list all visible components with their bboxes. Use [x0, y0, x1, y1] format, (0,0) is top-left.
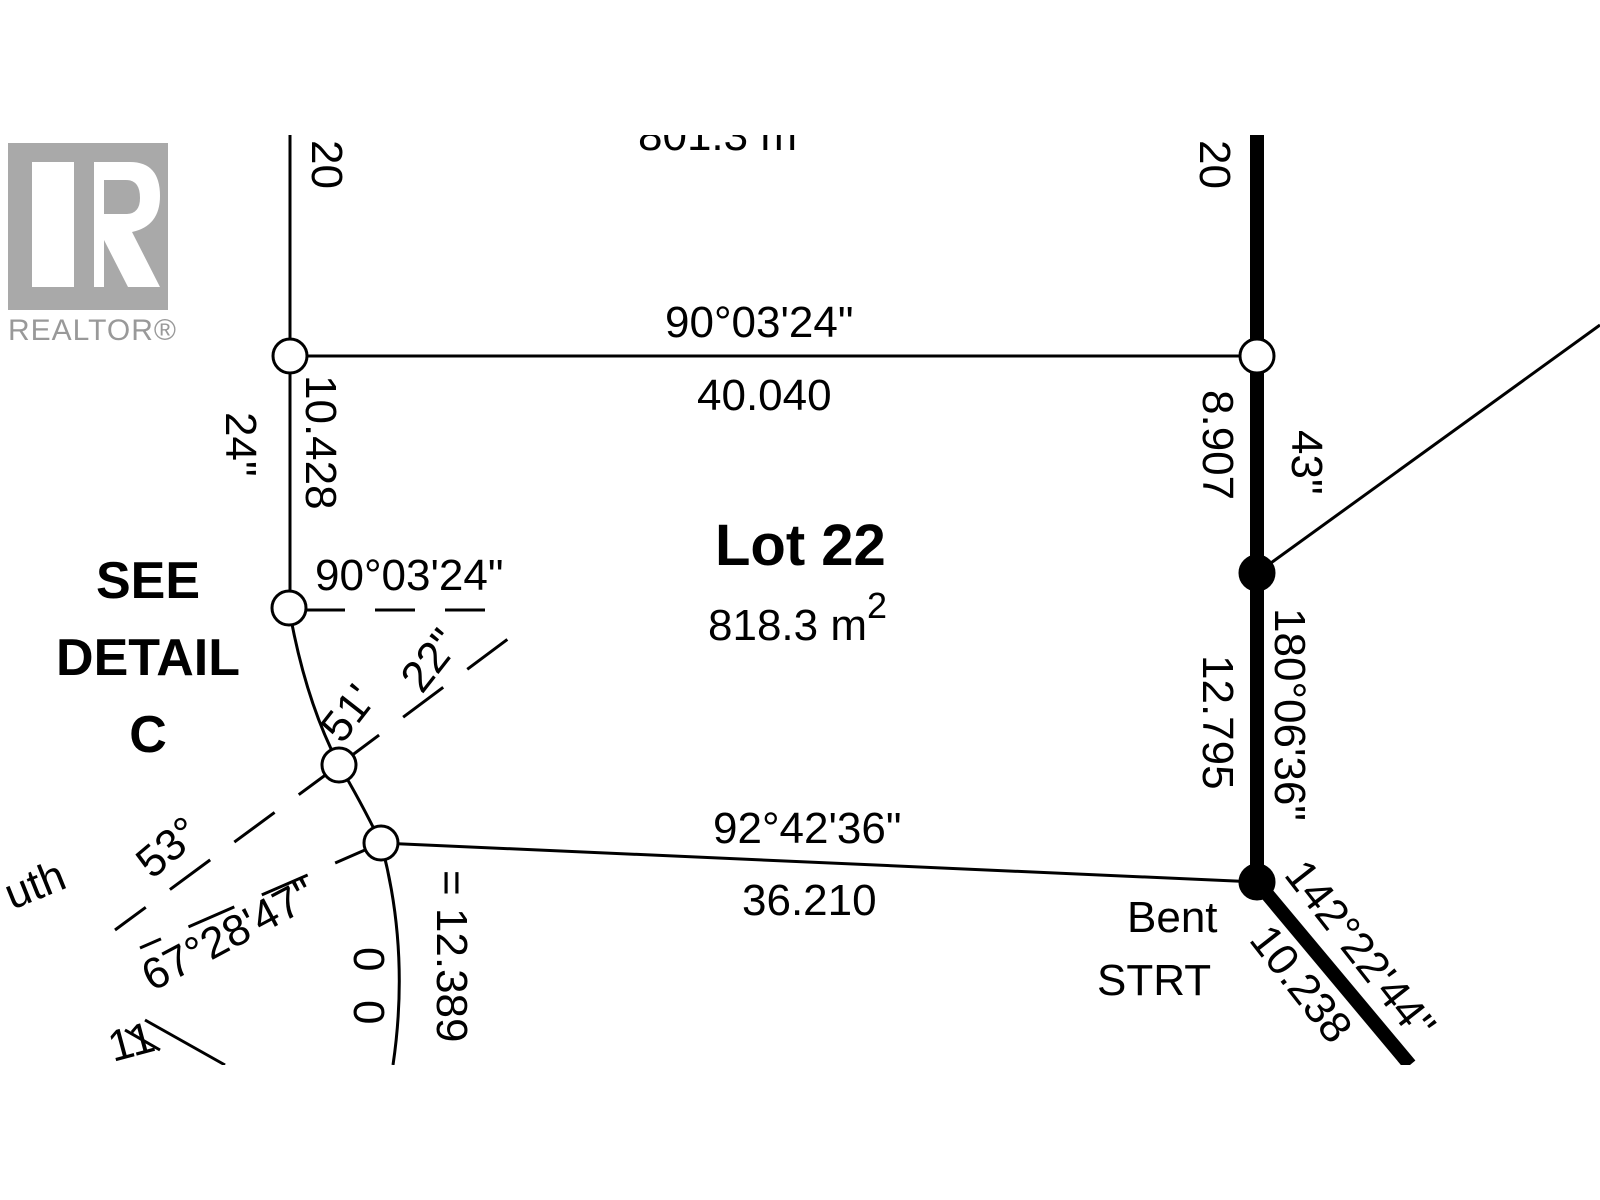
fragment-line-2 [124, 1028, 161, 1052]
arc-zero-2: 0 [344, 1000, 393, 1024]
dashed-line-3 [114, 763, 340, 932]
survey-marker-mid-left [270, 589, 308, 627]
bent-label: Bent [1127, 893, 1218, 942]
right-20: 20 [1190, 140, 1239, 189]
survey-marker-arc [320, 746, 358, 784]
right-bearing: 180°06'36" [1265, 608, 1314, 821]
lot-boundaries [114, 135, 1600, 1070]
survey-marker-bottom-left [362, 824, 400, 862]
survey-marker-right-mid [1238, 554, 1276, 592]
dashed-line-4 [139, 841, 382, 950]
left-20: 20 [302, 140, 351, 189]
survey-marker-bottom-right [1238, 863, 1276, 901]
right-upper-distance: 8.907 [1193, 390, 1242, 500]
right-lower-distance: 12.795 [1193, 655, 1242, 790]
fragment-line-1 [144, 1018, 226, 1067]
left-mid-bearing: 90°03'24" [315, 551, 503, 600]
lot-name: Lot 22 [715, 513, 886, 578]
fragment-67: 67°28'47" [134, 869, 323, 1001]
survey-marker-top-left [271, 337, 309, 375]
fragment-53: 53° [127, 807, 209, 887]
realtor-logo: REALTOR® [8, 143, 177, 347]
top-bearing: 90°03'24" [665, 298, 853, 347]
top-distance: 40.040 [697, 371, 832, 420]
bottom-bearing-label: 92°42'36" [713, 804, 901, 853]
fragment-uth: uth [0, 851, 72, 919]
arc-boundary-lower [379, 842, 401, 1066]
lot-area-value: 818.3 m [708, 601, 867, 650]
bottom-crop [0, 1067, 1600, 1200]
northeast-line [1256, 323, 1600, 575]
lot-area: 818.3 m2 [708, 585, 887, 650]
dashed-line-2 [338, 628, 521, 767]
left-24: 24" [216, 412, 265, 477]
realtor-wordmark: REALTOR® [8, 314, 177, 347]
survey-markers [270, 337, 1276, 901]
bottom-distance: 36.210 [742, 876, 877, 925]
survey-marker-top-right [1238, 337, 1276, 375]
fragment-11: 11 [103, 1013, 160, 1072]
strt-label: STRT [1097, 956, 1211, 1005]
see-detail-line2: DETAIL [56, 629, 240, 687]
top-mask [0, 0, 1600, 133]
left-upper-distance: 10.428 [296, 375, 345, 510]
arc-zero-1: 0 [344, 947, 393, 971]
diagonal-boundary [1251, 877, 1416, 1070]
arc-distance: = 12.389 [427, 870, 476, 1043]
right-43: 43" [1282, 430, 1331, 495]
lot-area-exponent: 2 [867, 585, 887, 626]
bottom-boundary [380, 841, 1258, 884]
see-detail-line3: C [129, 706, 167, 764]
arc-22: 22" [391, 620, 469, 701]
see-detail-line1: SEE [96, 552, 200, 610]
